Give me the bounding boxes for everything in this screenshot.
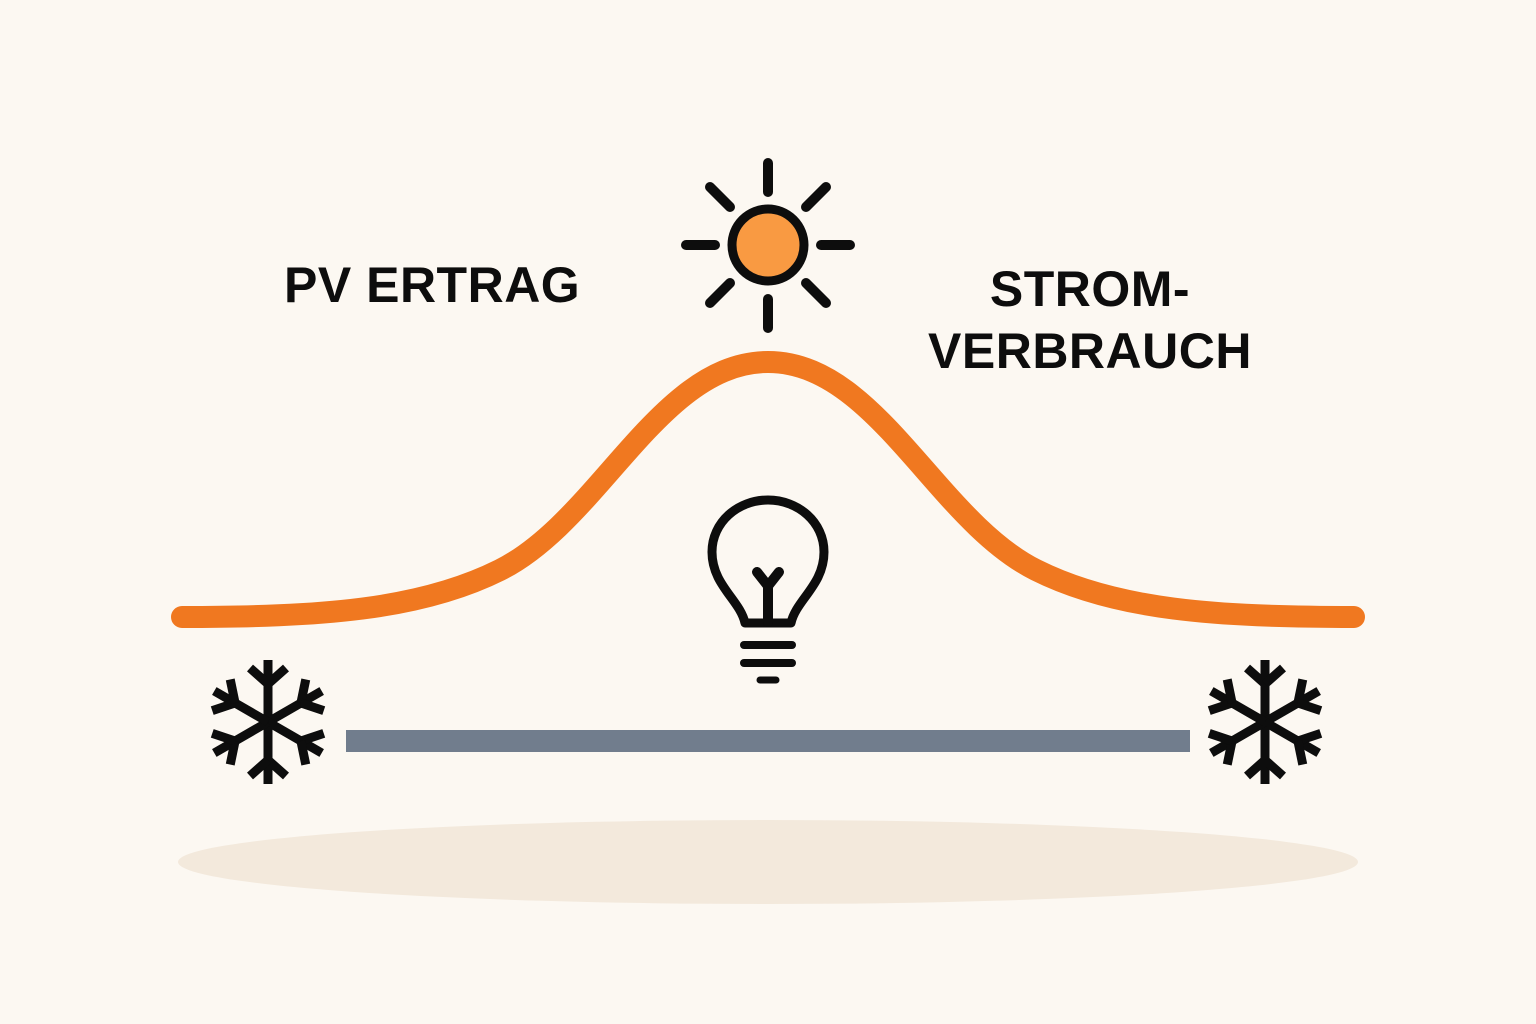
snowflake-icon: [1202, 660, 1327, 784]
consumption-bar: [346, 730, 1190, 752]
pv-yield-label: PV ERTRAG: [284, 257, 581, 313]
lightbulb-icon: [707, 495, 829, 684]
consumption-label-line1: STROM-: [989, 261, 1191, 317]
consumption-label-line2: VERBRAUCH: [928, 323, 1252, 379]
consumption-label: STROM- VERBRAUCH: [920, 258, 1260, 382]
pv-yield-curve: [171, 350, 1365, 628]
sun-icon: [681, 158, 855, 333]
ground-shadow: [178, 820, 1358, 904]
snowflake-icon: [205, 660, 330, 784]
